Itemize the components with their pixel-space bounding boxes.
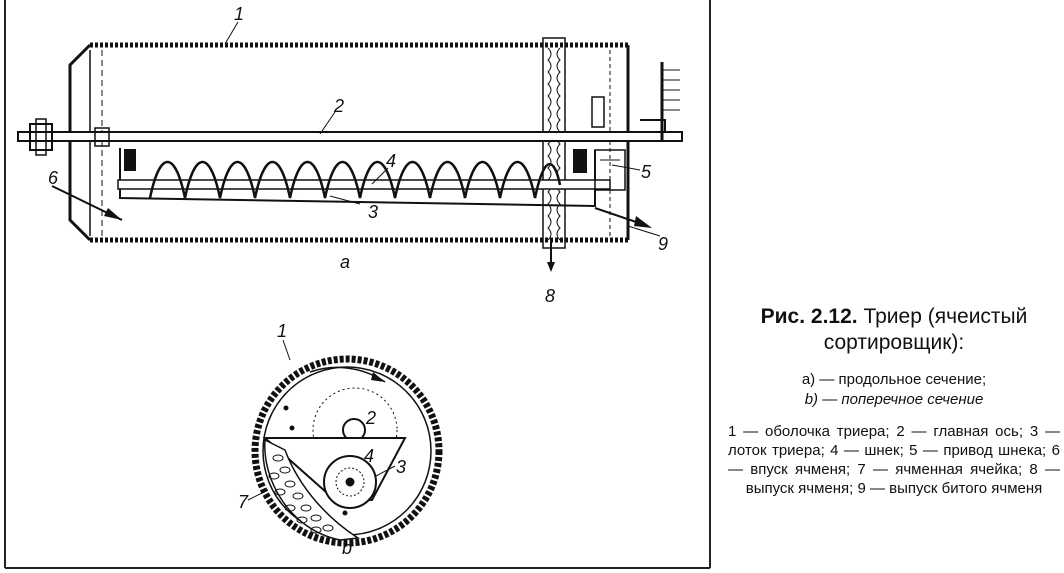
callout-5-long: 5 xyxy=(641,162,652,182)
callout-4-long: 4 xyxy=(386,151,396,171)
drum-left-end xyxy=(68,43,92,242)
callout-9-long: 9 xyxy=(658,234,668,254)
support-ring xyxy=(542,37,566,249)
figure-title: Триер (ячеистый сортировщик): xyxy=(823,305,1028,354)
figure-caption: Рис. 2.12. Триер (ячеистый сортировщик):… xyxy=(728,300,1060,498)
auger-flights xyxy=(148,161,562,199)
callout-7-cross: 7 xyxy=(238,492,249,512)
callout-6-long: 6 xyxy=(48,168,59,188)
caption-views: a) — продольное сечение; b) — поперечное… xyxy=(728,370,1060,410)
drum-outer-circle xyxy=(251,355,443,547)
cross-section xyxy=(247,339,443,547)
callout-4-cross: 4 xyxy=(364,446,374,466)
main-shaft xyxy=(17,131,683,142)
callout-8-long: 8 xyxy=(545,286,555,306)
callout-1-cross: 1 xyxy=(277,321,287,341)
figure-number: Рис. 2.12. xyxy=(760,305,858,328)
callout-2-cross: 2 xyxy=(365,408,376,428)
callout-3-cross: 3 xyxy=(396,457,406,477)
view-label-a: a xyxy=(340,252,350,272)
callout-1-long: 1 xyxy=(234,4,244,24)
auger-drive xyxy=(594,149,626,191)
caption-title-line: Рис. 2.12. Триер (ячеистый сортировщик): xyxy=(728,304,1060,356)
longitudinal-section xyxy=(17,21,683,272)
view-label-b: b xyxy=(342,538,352,558)
callout-3-long: 3 xyxy=(368,202,378,222)
callout-2-long: 2 xyxy=(333,96,344,116)
caption-legend: 1 — оболочка триера; 2 — главная ось; 3 … xyxy=(728,423,1060,497)
caption-view-b: b) — поперечное сечение xyxy=(804,391,984,408)
caption-view-a: a) — продольное сечение; xyxy=(801,371,987,388)
